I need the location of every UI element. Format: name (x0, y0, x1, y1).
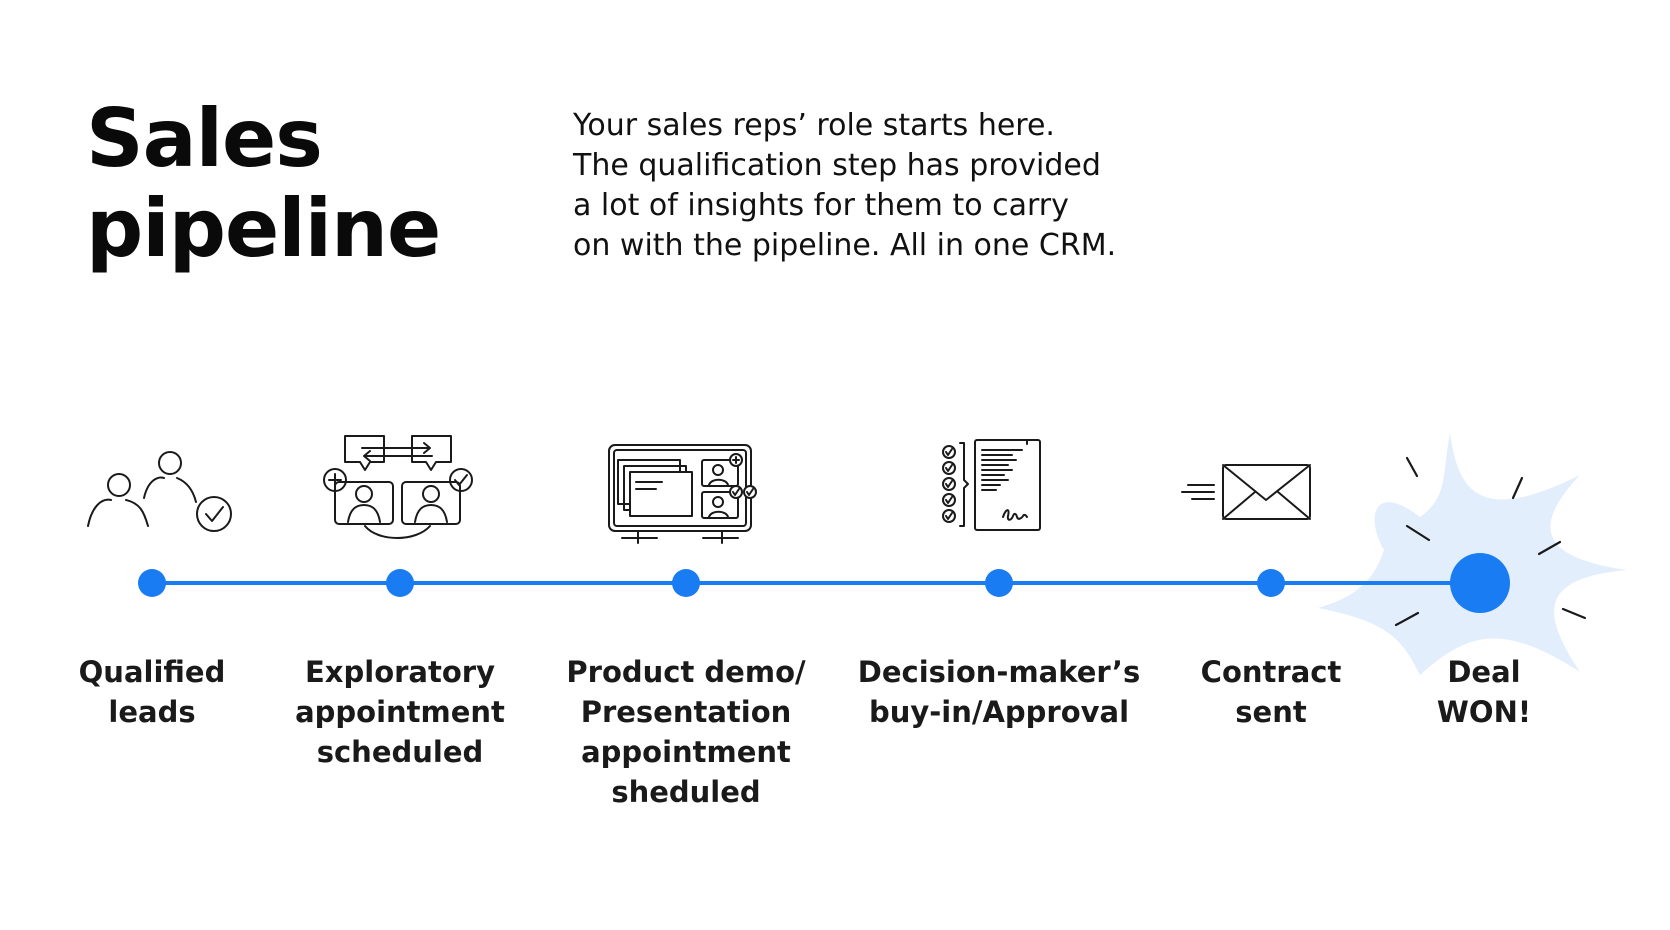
stage-dot (138, 569, 166, 597)
stage-label-contract-sent: Contract sent (1121, 652, 1421, 732)
stage-label-exploratory-appointment: Exploratory appointment scheduled (250, 652, 550, 772)
stage-label-product-demo: Product demo/ Presentation appointment s… (536, 652, 836, 812)
stage-label-line: Contract (1200, 655, 1342, 689)
presentation-screen-icon (608, 444, 757, 544)
intro-line: on with the pipeline. All in one CRM. (573, 228, 1117, 263)
intro-line: a lot of insights for them to carry (573, 188, 1069, 223)
stage-label-line: WON! (1436, 695, 1532, 729)
stage-label-deal-won: Deal WON! (1334, 652, 1634, 732)
stage-label-qualified-leads: Qualified leads (2, 652, 302, 732)
intro-line: Your sales reps’ role starts here. (573, 108, 1055, 143)
stage-dot-final (1450, 553, 1510, 613)
people-check-icon (87, 451, 232, 532)
stage-label-line: sheduled (611, 775, 761, 809)
title-line-1: Sales (86, 92, 323, 185)
stage-label-line: Deal (1447, 655, 1521, 689)
stage-label-line: appointment (581, 735, 791, 769)
stage-dot (985, 569, 1013, 597)
title-line-2: pipeline (86, 182, 441, 275)
video-call-icon (323, 435, 473, 539)
stage-label-line: Presentation (580, 695, 792, 729)
stage-label-line: sent (1235, 695, 1307, 729)
stage-label-line: appointment (295, 695, 505, 729)
signed-document-icon (942, 439, 1041, 531)
stage-dot (1257, 569, 1285, 597)
page-title: Sales pipeline (86, 92, 441, 275)
stage-label-decision-maker: Decision-maker’s buy-in/Approval (849, 652, 1149, 732)
envelope-icon (1181, 464, 1311, 520)
stage-label-line: Decision-maker’s (857, 655, 1141, 689)
stage-label-line: leads (108, 695, 196, 729)
stage-label-line: scheduled (316, 735, 484, 769)
intro-line: The qualification step has provided (573, 148, 1101, 183)
stage-label-line: Exploratory (304, 655, 495, 689)
stage-label-line: buy-in/Approval (868, 695, 1130, 729)
stage-label-line: Product demo/ (566, 655, 806, 689)
stage-dot (672, 569, 700, 597)
stage-label-line: Qualified (78, 655, 226, 689)
stage-dot (386, 569, 414, 597)
intro-text: Your sales reps’ role starts here. The q… (573, 106, 1213, 266)
spark-lines (1394, 456, 1587, 627)
